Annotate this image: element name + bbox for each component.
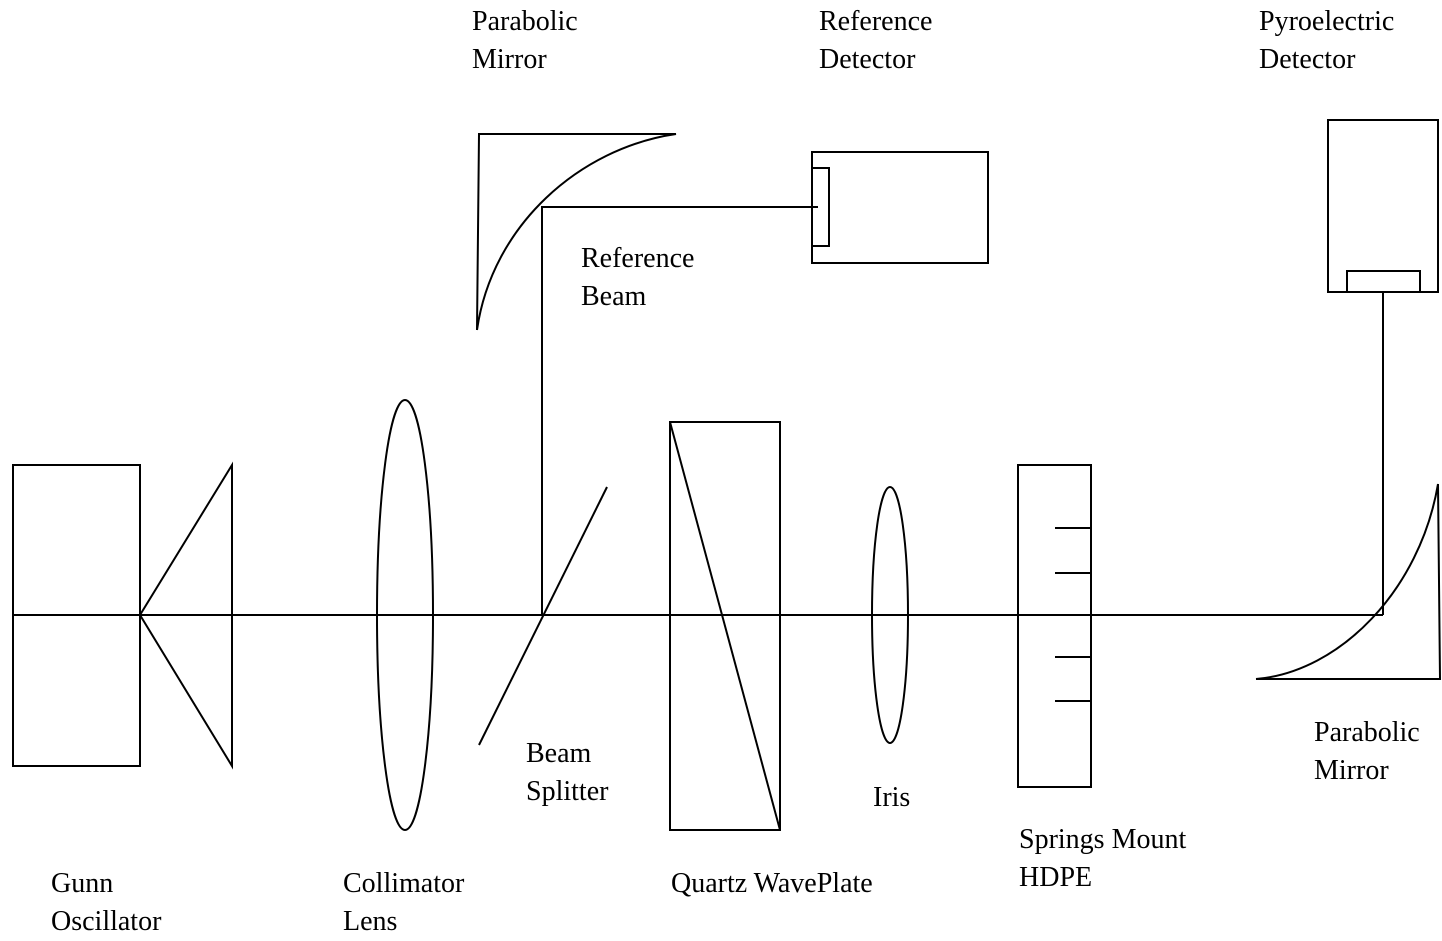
collimator-lens [376, 399, 434, 831]
reference-beam-path [541, 206, 818, 615]
iris-label-line: Iris [873, 782, 911, 813]
beam-splitter-label-line: Beam [526, 738, 592, 769]
springs-mount-label-line: HDPE [1019, 862, 1093, 893]
collimator-lens-label-line: Lens [343, 906, 398, 937]
gunn-oscillator-label: Gunn Oscillator [51, 865, 161, 941]
parabolic-mirror-top-label: Parabolic Mirror [472, 3, 578, 79]
beam-splitter-label-line: Splitter [526, 776, 609, 807]
reference-beam-label-line: Reference [581, 243, 695, 274]
parabolic-mirror-top-label-line: Mirror [472, 44, 547, 75]
pyroelectric-detector-body [1327, 119, 1439, 293]
reference-detector-label: Reference Detector [819, 3, 932, 79]
collimator-lens-label-line: Collimator [343, 868, 465, 899]
gunn-oscillator-label-line: Gunn [51, 868, 114, 899]
pyroelectric-detector-label: Pyroelectric Detector [1259, 3, 1394, 79]
beam-splitter [478, 486, 608, 746]
quartz-waveplate-label-line: Quartz WavePlate [671, 868, 873, 899]
beam-splitter-label: Beam Splitter [526, 735, 608, 811]
collimator-lens-label: Collimator Lens [343, 865, 464, 941]
reference-detector-label-line: Detector [819, 44, 916, 75]
parabolic-mirror-top [476, 133, 677, 331]
gunn-oscillator-label-line: Oscillator [51, 906, 162, 937]
quartz-waveplate-label: Quartz WavePlate [671, 865, 873, 903]
pyroelectric-detector-label-line: Pyroelectric [1259, 6, 1395, 37]
reference-detector-body [811, 151, 989, 264]
iris-label: Iris [873, 779, 910, 817]
quartz-waveplate [669, 421, 781, 831]
springs-mount [1017, 464, 1092, 788]
springs-mount-label: Springs Mount HDPE [1019, 821, 1186, 897]
reference-beam-label: Reference Beam [581, 240, 694, 316]
parabolic-mirror-bottom-label-line: Mirror [1314, 755, 1389, 786]
reference-detector-element [811, 167, 830, 247]
reference-detector-label-line: Reference [819, 6, 933, 37]
iris [871, 486, 909, 744]
parabolic-mirror-top-label-line: Parabolic [472, 6, 578, 37]
pyroelectric-detector-element [1346, 270, 1421, 293]
pyroelectric-detector-label-line: Detector [1259, 44, 1356, 75]
springs-mount-label-line: Springs Mount [1019, 824, 1187, 855]
reference-beam-label-line: Beam [581, 281, 647, 312]
parabolic-mirror-bottom-label-line: Parabolic [1314, 717, 1420, 748]
quartz-waveplate-diagonal [669, 421, 781, 831]
parabolic-mirror-bottom-label: Parabolic Mirror [1314, 714, 1420, 790]
parabolic-mirror-bottom [1255, 483, 1442, 680]
